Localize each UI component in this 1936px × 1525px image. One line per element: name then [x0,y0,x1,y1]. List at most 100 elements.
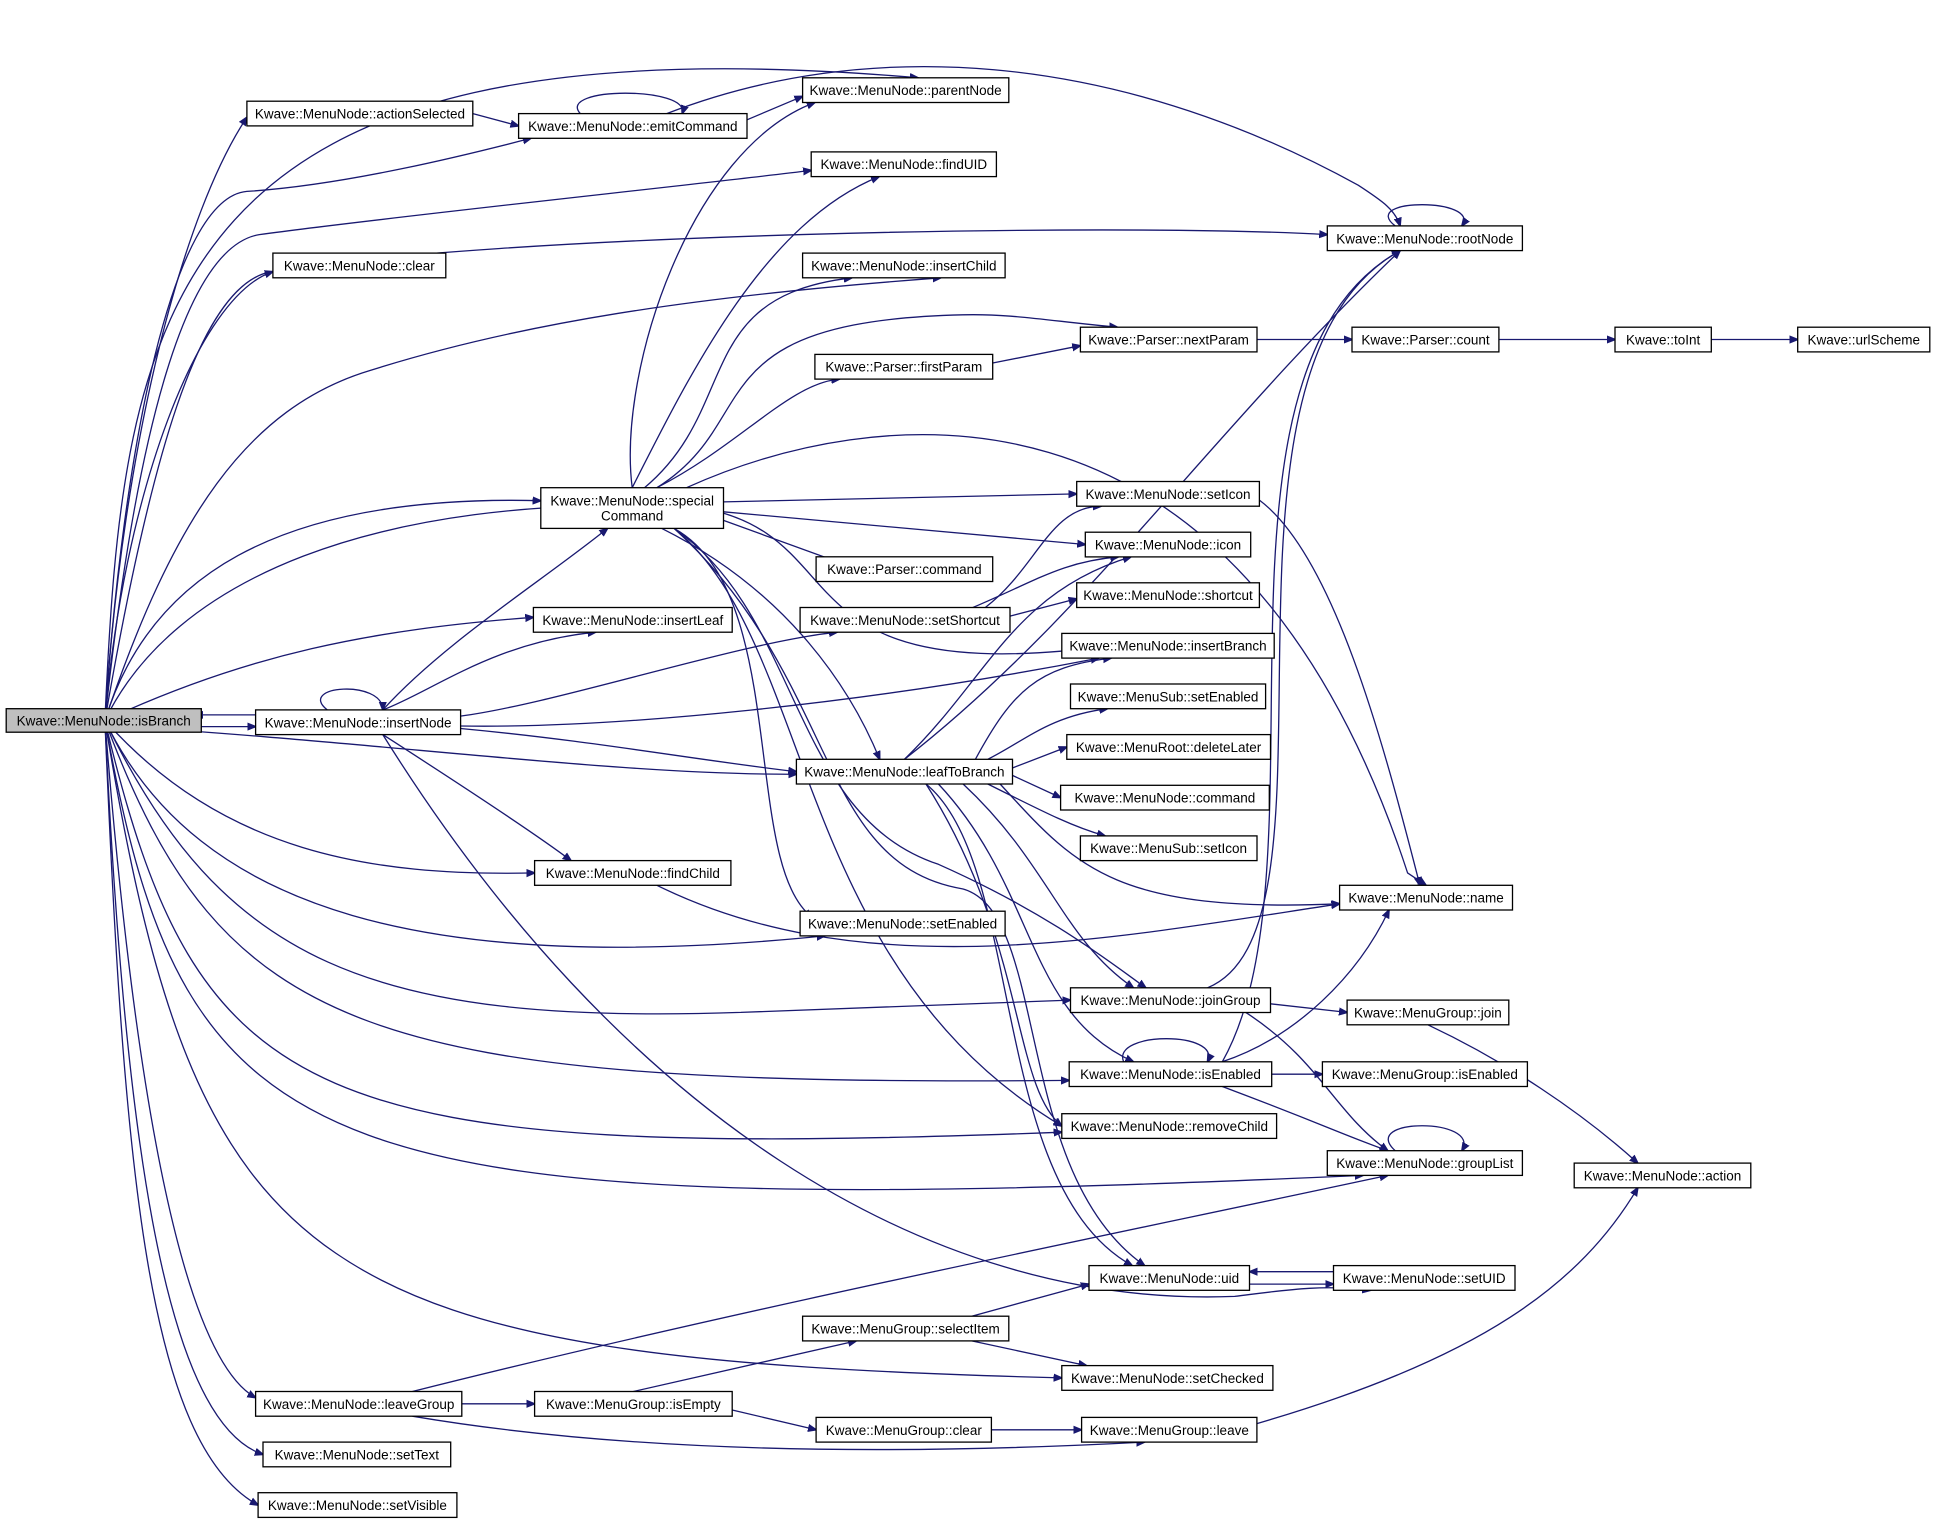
node-sub-set-enabled[interactable]: Kwave::MenuSub::setEnabled [1069,683,1267,710]
node-set-visible[interactable]: Kwave::MenuNode::setVisible [257,1492,458,1519]
node-parser-command[interactable]: Kwave::Parser::command [815,556,994,583]
node-box [262,1441,452,1468]
edge-is-branch-to-leave-group [104,720,256,1397]
edge-insert-node-to-insert-leaf [382,632,596,711]
node-label: Kwave::MenuNode::action [1584,1168,1742,1183]
node-first-param[interactable]: Kwave::Parser::firstParam [814,353,994,380]
node-select-item[interactable]: Kwave::MenuGroup::selectItem [801,1315,1010,1342]
node-label: Kwave::MenuNode::removeChild [1071,1119,1268,1134]
edge-action-selected-to-emit-command [472,112,519,126]
node-box [533,859,732,886]
node-box [1061,1113,1278,1140]
node-box [272,252,447,279]
edge-find-child-to-name [656,884,1340,948]
node-clear[interactable]: Kwave::MenuNode::clear [272,252,447,279]
edge-emit-command-to-root-node [666,65,1400,226]
node-set-shortcut[interactable]: Kwave::MenuNode::setShortcut [799,606,1011,633]
node-label: Kwave::MenuNode::insertNode [265,715,452,730]
node-label: Kwave::MenuNode::leaveGroup [263,1397,454,1412]
edge-special-command-to-set-icon [723,494,1077,503]
node-group-leave[interactable]: Kwave::MenuGroup::leave [1080,1416,1258,1443]
node-box [1326,225,1524,252]
node-box [1080,1416,1258,1443]
node-group-join[interactable]: Kwave::MenuGroup::join [1346,999,1510,1026]
edge-special-command-to-next-param [656,314,1118,489]
node-parent-node[interactable]: Kwave::MenuNode::parentNode [801,77,1010,104]
edge-leaf-to-branch-to-sub-set-enabled [987,709,1108,760]
node-label: Kwave::MenuNode::insertBranch [1069,639,1266,654]
node-group-is-empty[interactable]: Kwave::MenuGroup::isEmpty [533,1390,733,1417]
node-set-enabled[interactable]: Kwave::MenuNode::setEnabled [799,910,1006,937]
edge-is-branch-to-find-child [104,719,535,873]
node-set-checked[interactable]: Kwave::MenuNode::setChecked [1061,1364,1274,1391]
node-group-clear[interactable]: Kwave::MenuGroup::clear [815,1416,993,1443]
node-find-u-i-d[interactable]: Kwave::MenuNode::findUID [810,151,998,178]
edge-root-node-to-root-node [1387,204,1464,226]
node-insert-branch[interactable]: Kwave::MenuNode::insertBranch [1061,632,1275,659]
node-label: Kwave::MenuNode::isBranch [17,713,191,728]
node-parser-count[interactable]: Kwave::Parser::count [1351,326,1500,353]
node-insert-child[interactable]: Kwave::MenuNode::insertChild [801,252,1006,279]
node-find-child[interactable]: Kwave::MenuNode::findChild [533,859,732,886]
node-sub-set-icon[interactable]: Kwave::MenuSub::setIcon [1079,835,1258,862]
edge-insert-node-to-insert-branch [460,658,1099,727]
node-delete-later[interactable]: Kwave::MenuRoot::deleteLater [1066,733,1272,760]
node-action[interactable]: Kwave::MenuNode::action [1573,1162,1752,1189]
node-remove-child[interactable]: Kwave::MenuNode::removeChild [1061,1113,1278,1140]
edge-set-shortcut-to-set-icon [984,506,1101,609]
node-group-is-enabled[interactable]: Kwave::MenuGroup::isEnabled [1321,1061,1529,1088]
edge-first-param-to-next-param [992,346,1081,364]
node-set-u-i-d[interactable]: Kwave::MenuNode::setUID [1332,1264,1516,1291]
node-next-param[interactable]: Kwave::Parser::nextParam [1079,326,1258,353]
node-box [799,910,1006,937]
node-box [1068,1061,1273,1088]
node-action-selected[interactable]: Kwave::MenuNode::actionSelected [246,100,474,127]
node-to-int[interactable]: Kwave::toInt [1614,326,1712,353]
edge-is-enabled-to-name [1222,910,1389,1063]
node-label: Kwave::urlScheme [1808,333,1921,348]
node-box [1084,531,1252,558]
node-label: Kwave::MenuGroup::clear [826,1423,983,1438]
node-emit-command[interactable]: Kwave::MenuNode::emitCommand [517,112,748,139]
node-label: Kwave::MenuSub::setIcon [1090,841,1247,856]
node-is-branch[interactable]: Kwave::MenuNode::isBranch [5,708,202,733]
node-root-node[interactable]: Kwave::MenuNode::rootNode [1326,225,1524,252]
node-box [1076,582,1261,609]
edge-is-branch-to-clear [104,272,273,721]
node-url-scheme[interactable]: Kwave::urlScheme [1797,326,1931,353]
edge-special-command-to-name [686,434,1427,886]
node-insert-leaf[interactable]: Kwave::MenuNode::insertLeaf [532,606,733,633]
edge-set-shortcut-to-icon [972,557,1119,609]
node-label: Kwave::MenuNode::joinGroup [1080,993,1260,1008]
node-name[interactable]: Kwave::MenuNode::name [1338,884,1514,911]
node-node-command[interactable]: Kwave::MenuNode::command [1059,784,1270,811]
edge-leaf-to-branch-to-insert-branch [974,658,1111,760]
node-shortcut[interactable]: Kwave::MenuNode::shortcut [1076,582,1261,609]
node-label: Kwave::MenuNode::command [1074,791,1255,806]
node-leaf-to-branch[interactable]: Kwave::MenuNode::leafToBranch [795,758,1014,785]
edge-is-branch-to-parent-node [104,68,918,721]
node-set-text[interactable]: Kwave::MenuNode::setText [262,1441,452,1468]
edge-leave-group-to-group-leave [412,1415,1144,1451]
node-insert-node[interactable]: Kwave::MenuNode::insertNode [254,709,462,736]
node-group-list[interactable]: Kwave::MenuNode::groupList [1326,1150,1524,1177]
edge-is-branch-to-set-text [104,720,263,1454]
node-label: Kwave::MenuNode::actionSelected [255,107,465,122]
node-is-enabled[interactable]: Kwave::MenuNode::isEnabled [1068,1061,1273,1088]
node-join-group[interactable]: Kwave::MenuNode::joinGroup [1069,987,1272,1014]
edge-leaf-to-branch-to-name [999,783,1340,905]
node-uid[interactable]: Kwave::MenuNode::uid [1088,1264,1251,1291]
node-label: Kwave::MenuNode::setVisible [268,1498,447,1513]
node-label: Kwave::MenuNode::setShortcut [810,613,1000,628]
node-set-icon[interactable]: Kwave::MenuNode::setIcon [1076,480,1261,507]
edge-special-command-to-find-u-i-d [631,177,879,488]
node-label: Kwave::Parser::nextParam [1088,333,1249,348]
edge-special-command-to-set-enabled [673,527,812,917]
node-icon[interactable]: Kwave::MenuNode::icon [1084,531,1252,558]
edge-is-branch-to-special-command [104,500,541,721]
node-label: Kwave::MenuNode::rootNode [1336,231,1513,246]
node-label: Kwave::MenuNode::name [1348,891,1503,906]
node-leave-group[interactable]: Kwave::MenuNode::leaveGroup [254,1390,463,1417]
node-label: Kwave::toInt [1626,333,1701,348]
